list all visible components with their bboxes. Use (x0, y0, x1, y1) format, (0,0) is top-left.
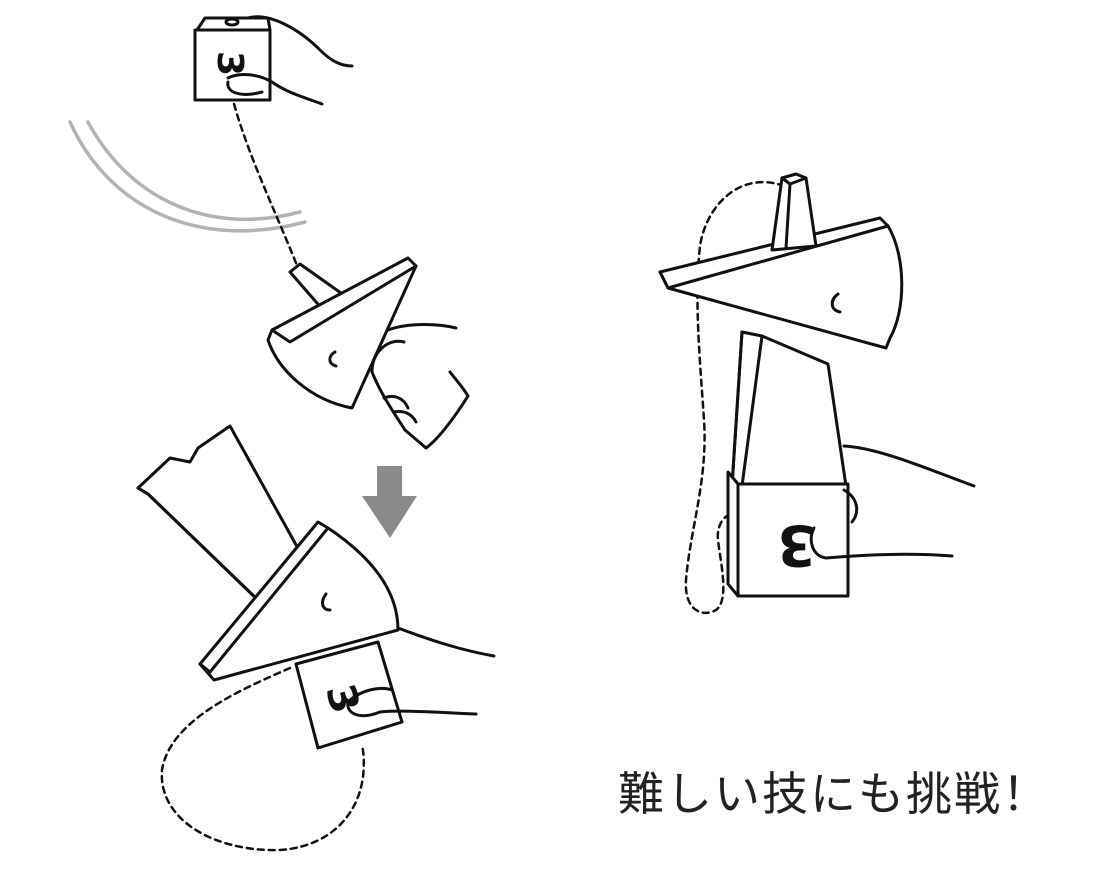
down-arrow (362, 466, 417, 538)
figure-catch-on-cup: 3 (136, 424, 496, 852)
motion-swoosh-inner (86, 120, 302, 221)
kendama-cup (198, 520, 400, 682)
figure-balance-on-spike: 3 (658, 172, 976, 615)
cube-right: 3 (726, 470, 850, 598)
cube-number-label-3: 3 (777, 512, 816, 577)
motion-swoosh-outer (68, 120, 307, 233)
kendama-middle (266, 256, 418, 410)
cube-number-label: 3 (209, 51, 250, 76)
hand-bottom (346, 626, 496, 718)
cube-top: 3 (193, 16, 272, 102)
hand-middle (370, 323, 470, 450)
dashed-string-right (684, 180, 786, 615)
figure-toss-cube-up: 3 (68, 15, 470, 450)
hand-right (809, 444, 976, 560)
hand-top (226, 15, 354, 106)
dashed-string-loop (160, 666, 366, 852)
dashed-string (232, 102, 300, 270)
caption-text: 難しい技にも挑戦！ (618, 767, 1050, 821)
cube-bottom: 3 (294, 640, 404, 750)
